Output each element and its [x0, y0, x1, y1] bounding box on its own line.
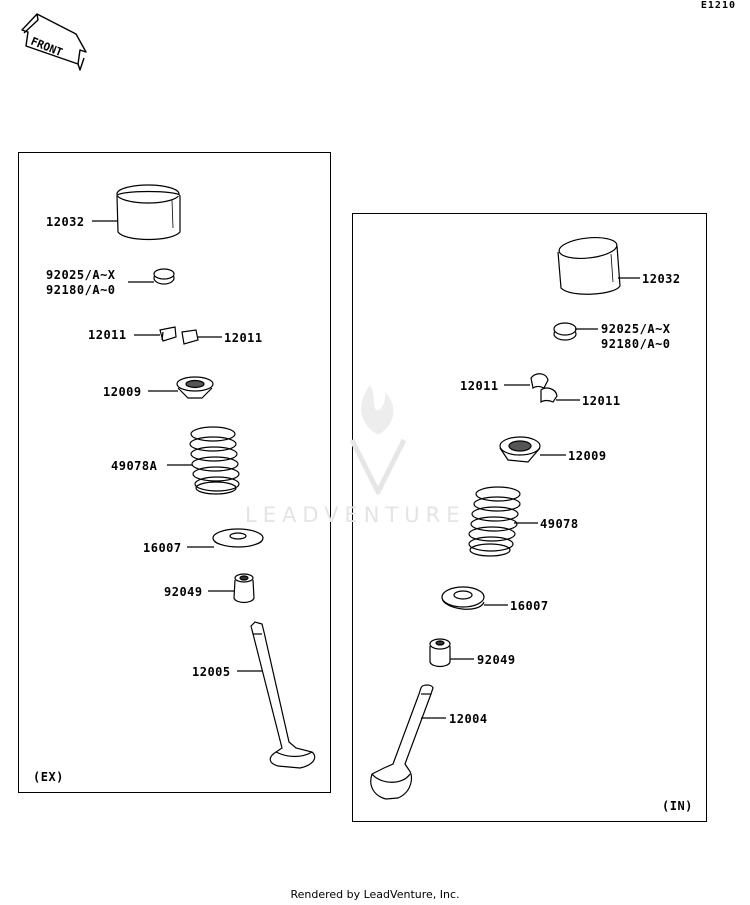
- ex-cotter-right-label: 12011: [224, 331, 263, 345]
- in-cotter-right-label: 12011: [582, 394, 621, 408]
- ex-shim-part: [153, 268, 175, 285]
- in-cotter-part: [530, 373, 558, 404]
- ex-retainer-part: [176, 376, 214, 399]
- intake-panel: [352, 213, 707, 822]
- ex-spring-seat-part: [212, 528, 264, 548]
- diagram-ref-code: E1210: [700, 0, 736, 11]
- in-cotter-left-label: 12011: [460, 379, 499, 393]
- in-panel-label: (IN): [662, 799, 693, 813]
- in-shim-label: 92025/A~X 92180/A~0: [601, 322, 671, 351]
- ex-shim-label: 92025/A~X 92180/A~0: [46, 268, 116, 297]
- exhaust-panel: [18, 152, 331, 793]
- front-arrow-icon: FRONT: [21, 13, 87, 71]
- in-retainer-label: 12009: [568, 449, 607, 463]
- ex-valve-label: 12005: [192, 665, 231, 679]
- in-spring-part: [468, 486, 521, 557]
- render-credit-footer: Rendered by LeadVenture, Inc.: [290, 888, 460, 901]
- ex-spring-label: 49078A: [111, 459, 158, 473]
- ex-cotter-part: [159, 326, 199, 345]
- ex-spring-seat-label: 16007: [143, 541, 182, 555]
- in-stem-seal-part: [429, 638, 451, 668]
- ex-cotter-left-label: 12011: [88, 328, 127, 342]
- in-spring-label: 49078: [540, 517, 579, 531]
- in-retainer-part: [499, 436, 541, 463]
- in-shim-part: [553, 322, 577, 341]
- in-spring-seat-label: 16007: [510, 599, 549, 613]
- leadventure-watermark: LEADVENTURE: [245, 503, 466, 527]
- in-spring-seat-part: [441, 586, 485, 610]
- in-valve-label: 12004: [449, 712, 488, 726]
- ex-panel-label: (EX): [33, 770, 64, 784]
- ex-spring-part: [189, 426, 240, 495]
- ex-tappet-part: [116, 184, 181, 241]
- ex-tappet-label: 12032: [46, 215, 85, 229]
- watermark-logo-icon: [349, 385, 407, 495]
- in-tappet-part: [557, 237, 621, 295]
- in-stem-seal-label: 92049: [477, 653, 516, 667]
- ex-retainer-label: 12009: [103, 385, 142, 399]
- in-valve-part: [370, 684, 434, 800]
- ex-valve-part: [250, 621, 316, 769]
- ex-stem-seal-label: 92049: [164, 585, 203, 599]
- in-tappet-label: 12032: [642, 272, 681, 286]
- ex-stem-seal-part: [233, 573, 255, 604]
